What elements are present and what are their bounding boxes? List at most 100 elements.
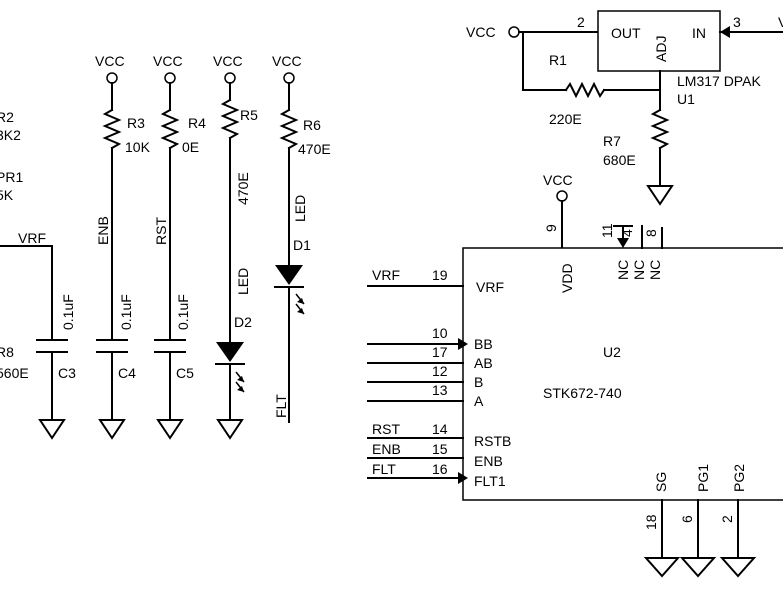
c5-value: 0.1uF: [175, 294, 191, 330]
vcc-label: VCC: [466, 24, 496, 40]
resistor-r5: [220, 98, 240, 140]
regulator-u1-body: [597, 10, 721, 72]
vrf-wire: [0, 245, 53, 341]
d2-ref: D2: [234, 314, 252, 330]
led-d1: [274, 265, 305, 315]
u2-nc-label: NC: [647, 260, 663, 280]
u2-pg2-label: PG2: [731, 464, 747, 492]
u2-pin14-number: 14: [432, 421, 448, 437]
r8-ref: R8: [0, 344, 14, 360]
vcc-label: VCC: [272, 53, 302, 69]
ground-symbol: [216, 419, 244, 440]
r6-ref: R6: [303, 117, 321, 133]
ground-symbol: [98, 419, 126, 440]
pr1-ref: PR1: [0, 169, 23, 185]
flt-net-label: FLT: [273, 394, 289, 418]
resistor-r4: [160, 108, 180, 150]
u2-bb-label: BB: [474, 336, 493, 352]
d1-led-label: LED: [292, 195, 308, 222]
vrf-net-label: VRF: [372, 267, 400, 283]
u2-pin10-number: 10: [432, 325, 448, 341]
rst-net-label: RST: [153, 217, 169, 245]
input-arrow-icon: [720, 26, 730, 38]
d2-led-label: LED: [235, 268, 251, 295]
c5-ref: C5: [176, 365, 194, 381]
u2-pin6-number: 6: [679, 515, 695, 523]
u1-ref: U1: [677, 91, 695, 107]
u1-part-number: LM317 DPAK: [677, 73, 761, 89]
capacitor-c3: [36, 339, 68, 353]
r1-value: 220E: [549, 111, 582, 127]
vcc-port-enb: VCC: [95, 53, 125, 84]
vcc-port: [556, 190, 568, 202]
u2-nc-label: NC: [631, 260, 647, 280]
c3-value: 0.1uF: [60, 294, 76, 330]
c4-ref: C4: [118, 365, 136, 381]
u2-sg-label: SG: [653, 472, 669, 492]
u2-enb-label: ENB: [474, 453, 503, 469]
r8-value: 560E: [0, 365, 29, 381]
c4-value: 0.1uF: [118, 294, 134, 330]
r3-ref: R3: [127, 115, 145, 131]
r7-value: 680E: [603, 152, 636, 168]
ground-symbol: [646, 185, 674, 206]
u2-pin8-number: 8: [643, 229, 659, 237]
u1-in-net-cut: V: [778, 14, 783, 30]
capacitor-c5: [154, 339, 186, 353]
d1-ref: D1: [293, 237, 311, 253]
ground-symbol: [156, 419, 184, 440]
resistor-r7: [650, 108, 670, 150]
resistor-r3: [102, 108, 122, 150]
ground-symbol: [643, 557, 681, 578]
u2-ref: U2: [603, 344, 621, 360]
u1-out-label: OUT: [611, 25, 641, 41]
u2-pin12-number: 12: [432, 363, 448, 379]
regulator-section: VCC 2 OUT ADJ IN 3 V LM317 DPAK U1 R1 22…: [466, 10, 783, 206]
vcc-port-d1: VCC: [272, 53, 302, 84]
ground-symbol: [719, 557, 757, 578]
rst-net-label: RST: [372, 421, 400, 437]
u2-pin15-number: 15: [432, 441, 448, 457]
vcc-label: VCC: [95, 53, 125, 69]
r3-value: 10K: [125, 139, 151, 155]
u2-rstb-label: RSTB: [474, 433, 511, 449]
enb-net-label: ENB: [95, 216, 111, 245]
r5-ref: R5: [240, 107, 258, 123]
r6-value: 470E: [298, 141, 331, 157]
pin-arrow-icon: [458, 338, 468, 350]
u1-out-pin-number: 2: [577, 14, 585, 30]
r5-value: 470E: [235, 172, 251, 205]
u1-in-pin-number: 3: [733, 14, 741, 30]
r2-value: 3K2: [0, 127, 21, 143]
pr1-value: 5K: [0, 187, 14, 203]
u2-part-number: STK672-740: [543, 385, 622, 401]
u2-pin4-number: 4: [619, 229, 635, 237]
u2-pin16-number: 16: [432, 461, 448, 477]
left-section: R2 3K2 PR1 5K R8 560E VRF 0.1uF C3 VCC R…: [0, 53, 331, 440]
vcc-label: VCC: [543, 172, 573, 188]
u2-pin19-number: 19: [432, 267, 448, 283]
driver-u2-body: [462, 247, 783, 501]
u2-ab-label: AB: [474, 355, 493, 371]
vcc-port: [508, 26, 520, 38]
c3-ref: C3: [58, 365, 76, 381]
resistor-r6: [279, 108, 299, 150]
u2-vrf-label: VRF: [476, 279, 504, 295]
u2-nc-label: NC: [615, 260, 631, 280]
r2-ref: R2: [0, 109, 14, 125]
r4-value: 0E: [182, 139, 199, 155]
vrf-net-label: VRF: [18, 230, 46, 246]
u2-vdd-label: VDD: [559, 263, 575, 293]
ground-symbol: [679, 557, 717, 578]
u2-pin9-number: 9: [543, 224, 559, 232]
enb-net-label: ENB: [372, 441, 401, 457]
capacitor-c4: [96, 339, 128, 353]
u2-pg1-label: PG1: [695, 464, 711, 492]
r1-ref: R1: [549, 52, 567, 68]
ground-symbol: [38, 419, 66, 440]
u2-pin11-number: 11: [599, 223, 615, 238]
u2-a-label: A: [474, 393, 484, 409]
vcc-port-d2: VCC: [213, 53, 243, 84]
resistor-r1: [564, 81, 606, 99]
